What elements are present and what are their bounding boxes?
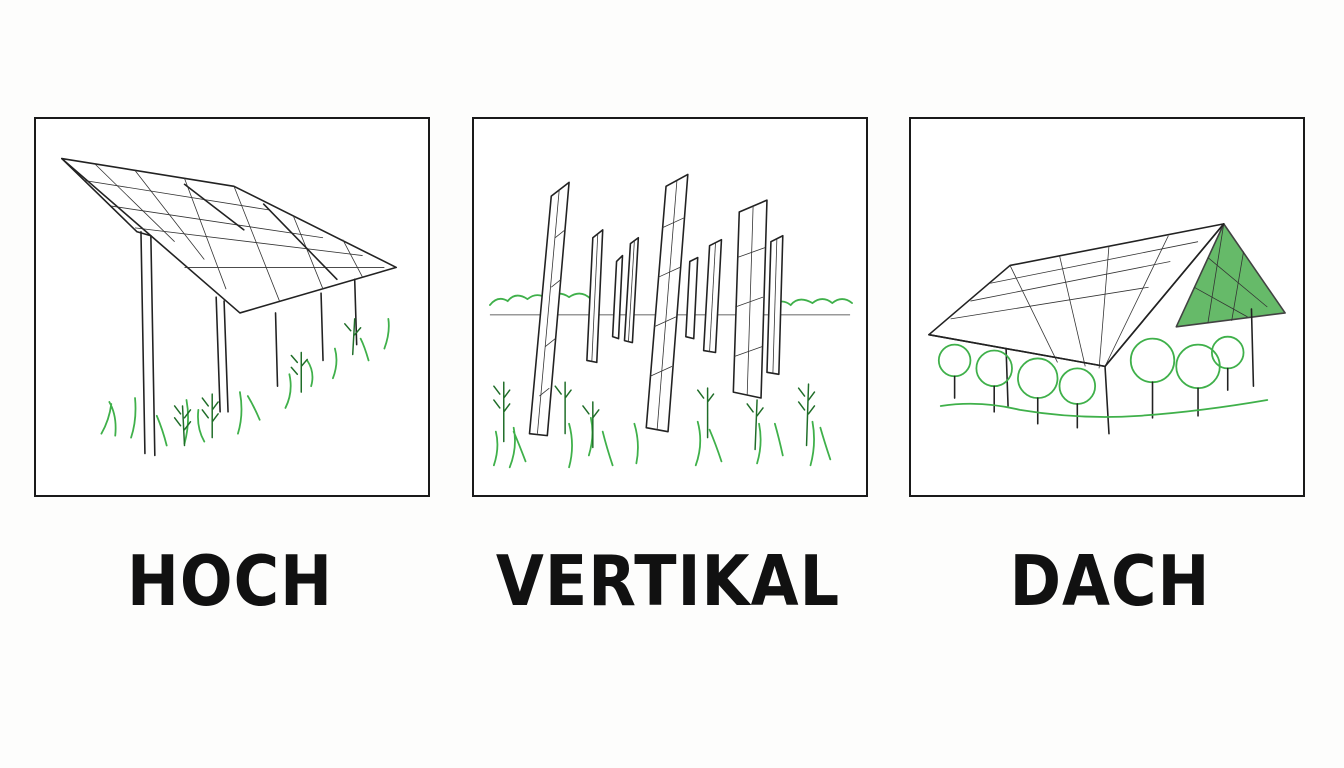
vertikal-illustration <box>472 117 868 497</box>
support-post <box>140 231 146 455</box>
dach-illustration <box>909 117 1305 497</box>
vertical-solar-array-drawing <box>489 173 853 469</box>
distant-shrubs <box>489 292 853 308</box>
solar-panel-surface <box>61 157 398 314</box>
label-hoch: HOCH <box>127 540 333 622</box>
grass-and-wheat <box>100 317 390 447</box>
green-gable-panel <box>1175 223 1286 328</box>
roof-solar-canopy-drawing <box>928 223 1286 435</box>
vertical-solar-panels <box>528 173 784 437</box>
grass-and-wheat <box>492 381 832 469</box>
hoch-illustration <box>34 117 430 497</box>
support-post <box>1104 365 1110 435</box>
elevated-solar-array-drawing <box>61 157 398 457</box>
label-dach: DACH <box>1009 540 1211 622</box>
label-vertikal: VERTIKAL <box>495 540 841 622</box>
